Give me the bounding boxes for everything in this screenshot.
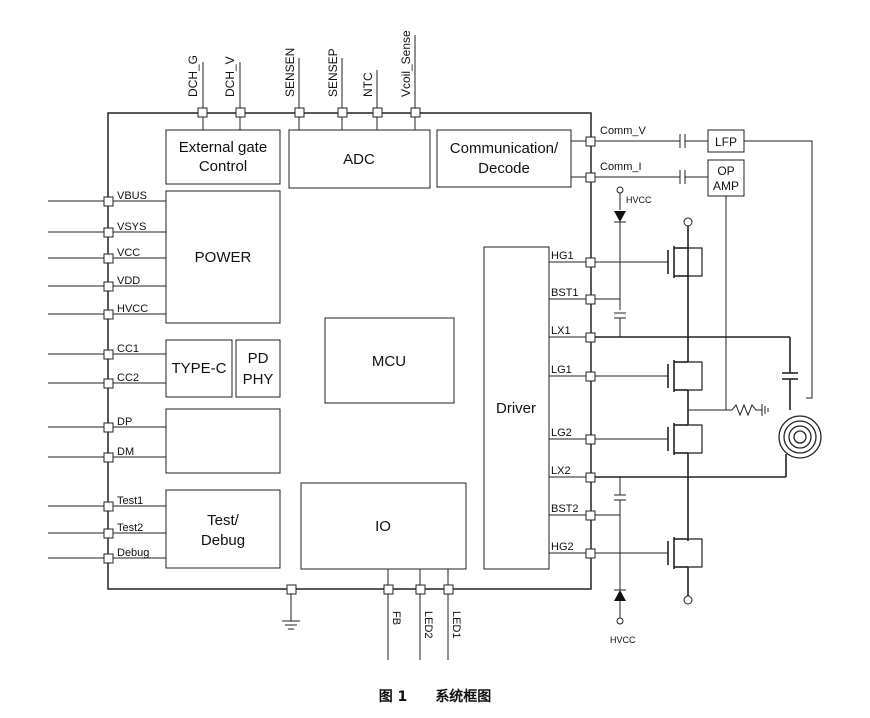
pin-label-vdd: VDD (117, 275, 140, 287)
pin-label-led2: LED2 (422, 611, 434, 639)
comm-i-label: Comm_I (600, 161, 642, 173)
pd-phy-label-2: PHY (243, 371, 274, 388)
adc-block (288, 129, 431, 189)
pin-label-led1: LED1 (450, 611, 462, 639)
pin-label-bst2: BST2 (551, 503, 579, 515)
pin-label-vcoil-sense: Vcoil_Sense (399, 30, 413, 97)
bottom-pins: FB LED2 LED1 (282, 569, 462, 660)
figure-caption: 图 1 系统框图 (0, 686, 870, 706)
system-block-diagram: DCH_G DCH_V SENSEN SENSEP NTC Vcoil_Sens… (48, 30, 822, 660)
figure-title: 系统框图 (435, 689, 492, 705)
pin-label-dch-v: DCH_V (223, 56, 237, 97)
pin-label-test1: Test1 (117, 495, 143, 507)
pin-label-dp: DP (117, 416, 132, 428)
communication-decode-label-2: Decode (478, 160, 530, 177)
top-pins: DCH_G DCH_V SENSEN SENSEP NTC Vcoil_Sens… (186, 30, 421, 130)
opamp-sense-wire (725, 196, 732, 411)
pin-label-bst1: BST1 (551, 287, 579, 299)
pin-label-vsys: VSYS (117, 221, 146, 233)
pin-label-lx2: LX2 (551, 465, 571, 477)
io-block (300, 482, 467, 570)
driver-label: Driver (496, 400, 536, 417)
hvcc-bottom-label: HVCC (610, 635, 636, 645)
lfp-feedback-wire (744, 140, 813, 399)
sense-resistor-icon (731, 403, 762, 417)
pin-label-vbus: VBUS (117, 190, 147, 202)
pin-label-ntc: NTC (361, 72, 375, 97)
power-stage: HVCC HVCC (595, 186, 822, 645)
type-c-label: TYPE-C (171, 360, 226, 377)
pin-label-hg1: HG1 (551, 250, 574, 262)
pin-label-vcc: VCC (117, 247, 140, 259)
external-gate-control-label-1: External gate (179, 139, 267, 156)
right-pins: HG1 BST1 LX1 LG1 LG2 LX2 BST2 HG2 (549, 136, 596, 559)
pin-label-sensen: SENSEN (283, 48, 297, 97)
test-debug-label-1: Test/ (207, 512, 240, 529)
type-c-block (165, 339, 233, 398)
bootstrap-diode-bottom-icon (614, 590, 626, 601)
mosfet-q3-icon (667, 410, 703, 477)
power-block (165, 190, 281, 324)
mosfet-q4-icon (667, 477, 703, 605)
op-amp-label-1: OP (717, 164, 734, 178)
pin-label-dch-g: DCH_G (186, 55, 200, 97)
power-label: POWER (195, 249, 252, 266)
communication-decode-label-1: Communication/ (450, 140, 559, 157)
figure-number: 图 1 (378, 689, 408, 705)
coil-icon (778, 415, 822, 459)
pin-label-lx1: LX1 (551, 325, 571, 337)
lfp-label: LFP (715, 135, 737, 149)
pd-phy-block (235, 339, 281, 398)
comm-lines: Comm_V Comm_I (595, 125, 708, 184)
usb-data-block (165, 408, 281, 474)
comm-v-label: Comm_V (600, 125, 647, 137)
mcu-label: MCU (372, 353, 406, 370)
pin-label-fb: FB (390, 611, 402, 625)
pin-label-hvcc: HVCC (117, 303, 148, 315)
pin-label-sensep: SENSEP (326, 48, 340, 97)
communication-decode-block (436, 129, 572, 188)
left-pins: VBUS VSYS VCC VDD HVCC CC1 CC2 DP DM Tes… (48, 190, 166, 564)
external-gate-control-block (165, 129, 281, 185)
pin-label-hg2: HG2 (551, 541, 574, 553)
op-amp-label-2: AMP (713, 179, 739, 193)
pin-label-cc2: CC2 (117, 372, 139, 384)
driver-block (483, 246, 550, 570)
mosfet-q1-icon (667, 217, 703, 337)
hvcc-top-label: HVCC (626, 195, 652, 205)
pin-label-debug: Debug (117, 547, 149, 559)
pd-phy-label-1: PD (248, 350, 269, 367)
io-label: IO (375, 518, 391, 535)
pin-label-cc1: CC1 (117, 343, 139, 355)
pin-label-test2: Test2 (117, 522, 143, 534)
adc-label: ADC (343, 151, 375, 168)
pin-label-dm: DM (117, 446, 134, 458)
mosfet-q2-icon (667, 337, 703, 410)
pin-label-lg2: LG2 (551, 427, 572, 439)
external-gate-control-label-2: Control (199, 158, 247, 175)
mcu-block (324, 317, 455, 404)
bootstrap-diode-top-icon (614, 211, 626, 222)
pin-label-lg1: LG1 (551, 364, 572, 376)
test-debug-block (165, 489, 281, 569)
test-debug-label-2: Debug (201, 532, 245, 549)
